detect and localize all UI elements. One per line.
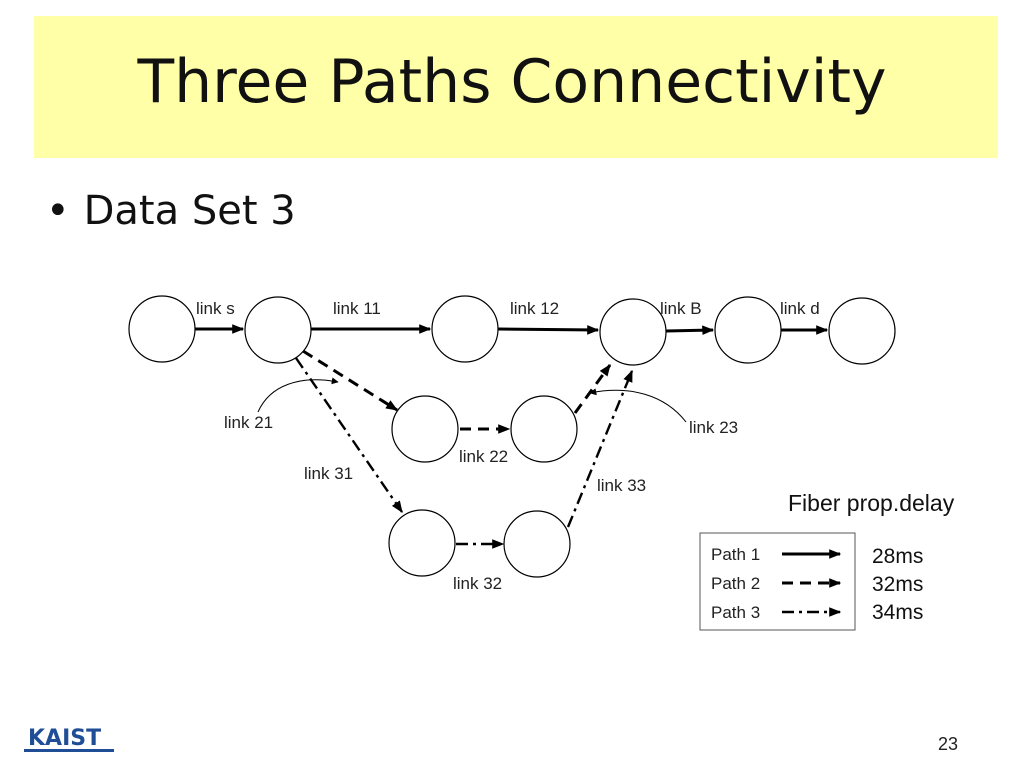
node-2 bbox=[244, 296, 312, 364]
callout-link-21 bbox=[257, 377, 339, 413]
delay-path-3: 34ms bbox=[872, 601, 924, 624]
bullet-item: • Data Set 3 bbox=[46, 191, 296, 231]
label-link-s: link s bbox=[196, 299, 235, 318]
edge-link-23 bbox=[573, 364, 612, 414]
logo-text: KAIST bbox=[28, 726, 101, 751]
legend-path-2-label: Path 2 bbox=[711, 574, 760, 593]
delay-path-2: 32ms bbox=[872, 573, 924, 596]
label-link-23: link 23 bbox=[689, 418, 738, 437]
legend-path-3-label: Path 3 bbox=[711, 603, 760, 622]
kaist-logo: KAIST bbox=[24, 726, 114, 752]
edge-link-21 bbox=[302, 349, 399, 412]
label-link-b: link B bbox=[660, 299, 702, 318]
label-link-32: link 32 bbox=[453, 574, 502, 593]
logo-underline bbox=[24, 749, 114, 752]
node-9 bbox=[388, 509, 456, 577]
bullet-dot: • bbox=[46, 188, 70, 234]
node-3 bbox=[431, 295, 499, 363]
node-4 bbox=[599, 298, 667, 366]
delay-path-1: 28ms bbox=[872, 545, 924, 568]
legend-path-1-label: Path 1 bbox=[711, 545, 760, 564]
legend: Path 1 Path 2 Path 3 bbox=[699, 532, 856, 631]
legend-box bbox=[699, 532, 856, 631]
title-box bbox=[34, 16, 998, 158]
label-link-12: link 12 bbox=[510, 299, 559, 318]
delay-title: Fiber prop.delay bbox=[788, 490, 955, 516]
label-link-21: link 21 bbox=[224, 413, 273, 432]
node-7 bbox=[391, 395, 459, 463]
node-5 bbox=[714, 296, 782, 364]
node-8 bbox=[510, 395, 578, 463]
label-link-31: link 31 bbox=[304, 464, 353, 483]
label-link-d: link d bbox=[780, 299, 820, 318]
label-link-11: link 11 bbox=[333, 299, 381, 318]
node-1 bbox=[128, 295, 196, 363]
slide-title: Three Paths Connectivity bbox=[137, 47, 887, 117]
bullet-text: Data Set 3 bbox=[83, 188, 296, 234]
delay-list: 28ms 32ms 34ms bbox=[872, 543, 923, 627]
edge-link-12 bbox=[497, 325, 600, 335]
node-6 bbox=[828, 297, 896, 365]
callout-link-23 bbox=[589, 388, 687, 423]
label-link-22: link 22 bbox=[459, 447, 508, 466]
edge-link-b bbox=[665, 325, 715, 336]
page-number: 23 bbox=[938, 734, 959, 754]
node-10 bbox=[503, 510, 571, 578]
edge-link-33 bbox=[566, 369, 634, 528]
label-link-33: link 33 bbox=[597, 476, 646, 495]
edge-link-31 bbox=[295, 357, 403, 513]
